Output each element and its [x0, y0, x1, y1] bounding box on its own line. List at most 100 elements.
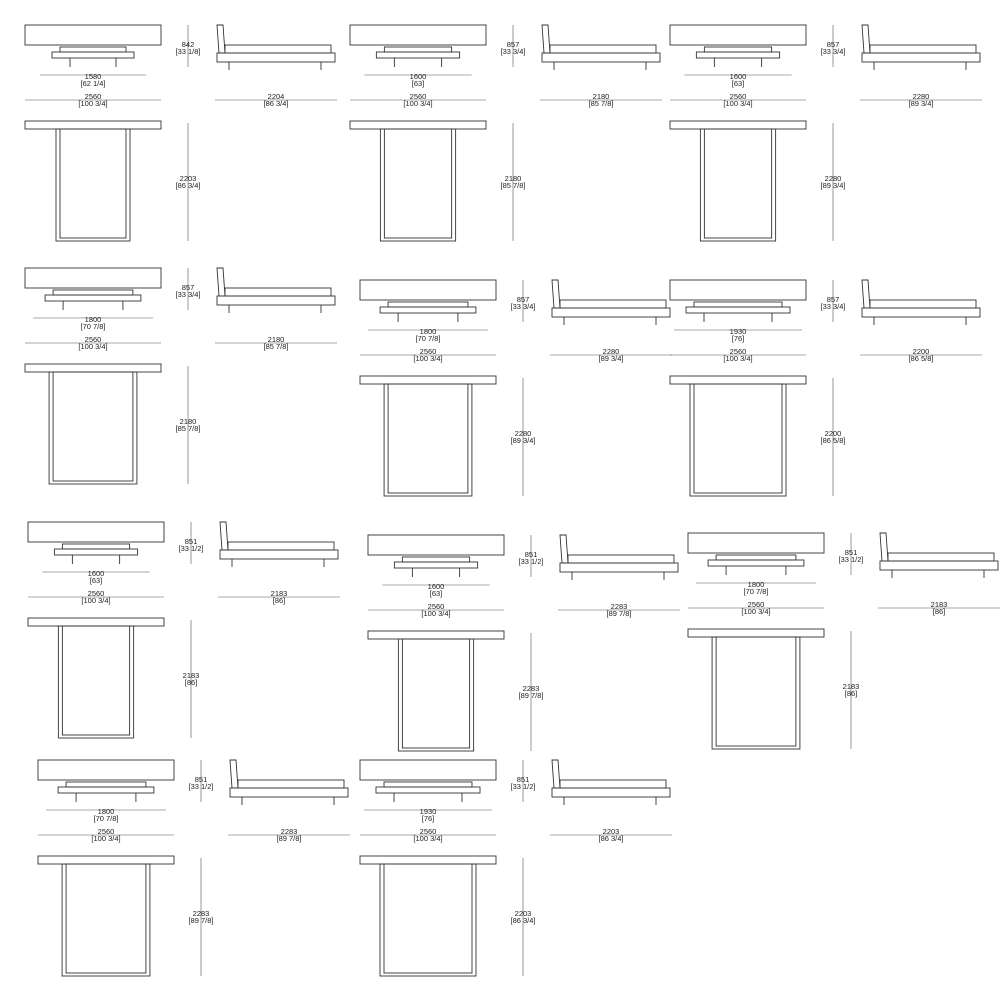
plan-length-label-mm: 2280 [824, 174, 842, 183]
height-label-mm: 851 [516, 775, 530, 784]
overall-width-label: 2560[100 3/4] [421, 602, 450, 618]
overall-width-label-mm: 2560 [419, 827, 437, 836]
side-length-label: 2280[89 3/4] [908, 92, 933, 108]
mattress-front [387, 301, 469, 308]
headboard-side [216, 267, 226, 297]
overall-width-label-mm: 2560 [729, 347, 747, 356]
side-length-label: 2180[85 7/8] [588, 93, 614, 108]
headboard-front [24, 267, 162, 289]
height-label-mm: 857 [826, 295, 840, 304]
plan-length-label-mm: 2203 [514, 909, 532, 918]
bed-drawing-svg [24, 267, 337, 485]
height-label-mm: 851 [844, 548, 858, 557]
mattress-front [65, 781, 147, 788]
mattress-front [715, 554, 797, 561]
height-label-mm: 851 [524, 550, 538, 559]
width-label-inches: [63] [411, 79, 425, 88]
plan-length-label: 2180[85 7/8] [500, 175, 525, 190]
overall-width-label-mm: 2560 [729, 92, 747, 101]
plan-length-label-mm: 2180 [179, 417, 197, 426]
headboard-front [669, 279, 807, 301]
mattress-side [224, 287, 332, 297]
headboard-plan [367, 630, 505, 640]
overall-width-label: 2560[100 3/4] [81, 590, 111, 605]
width-label-mm: 1580 [84, 72, 102, 81]
width-label-inches: [76] [731, 334, 745, 343]
overall-width-label-inches: [100 3/4] [78, 99, 108, 108]
bed-drawing-10: 851[33 1/2]1800[70 7/8]2560[100 3/4]2283… [37, 759, 368, 990]
height-label: 857[33 3/4] [820, 41, 846, 56]
width-label: 1600[63] [729, 72, 747, 88]
plan-length-label: 2203[86 3/4] [510, 909, 536, 925]
bed-drawing-svg [367, 534, 680, 752]
height-label: 851[33 1/2] [518, 550, 544, 566]
width-label-inches: [62 1/4] [80, 79, 106, 88]
plan-length-label-mm: 2183 [182, 671, 200, 680]
bed-frame-plan [397, 638, 475, 752]
side-length-label-mm: 2180 [267, 335, 285, 344]
mattress-side [559, 779, 667, 789]
mattress-side [237, 779, 345, 789]
headboard-front [37, 759, 175, 781]
width-label-inches: [70 7/8] [93, 814, 119, 823]
plan-length-label-inches: [86 5/8] [820, 436, 846, 445]
mattress-plan [693, 383, 783, 494]
plan-length-label-mm: 2283 [192, 909, 210, 918]
headboard-plan [24, 363, 162, 373]
overall-width-label-mm: 2560 [427, 602, 445, 611]
width-label: 1600[63] [428, 583, 445, 598]
overall-width-label-inches: [100 3/4] [81, 596, 111, 605]
height-label-inches: [33 3/4] [820, 302, 846, 311]
bed-frame-front [375, 786, 481, 794]
side-length-label-mm: 2280 [912, 92, 930, 101]
bed-frame-side [229, 787, 349, 798]
bed-frame-front [379, 306, 477, 314]
overall-width-label-inches: [100 3/4] [741, 607, 771, 616]
overall-width-label-inches: [100 3/4] [91, 834, 121, 843]
height-label-inches: [33 3/4] [820, 47, 846, 56]
bed-frame-side [216, 52, 336, 63]
bed-drawing-svg [669, 24, 982, 242]
side-length-label: 2180[85 7/8] [263, 335, 289, 351]
height-label-mm: 851 [184, 537, 198, 546]
width-label-mm: 1600 [729, 72, 747, 81]
overall-width-label-mm: 2560 [97, 827, 115, 836]
bed-frame-plan [57, 625, 135, 739]
width-label-mm: 1930 [729, 327, 747, 336]
overall-width-label: 2560[100 3/4] [741, 601, 771, 616]
headboard-plan [24, 120, 162, 130]
mattress-plan [703, 128, 773, 239]
overall-width-label-mm: 2560 [84, 92, 102, 101]
side-length-label-inches: [85 7/8] [588, 99, 614, 108]
plan-length-label-inches: [86 3/4] [510, 916, 536, 925]
bed-drawing-svg [349, 24, 662, 242]
height-label-inches: [33 1/2] [518, 557, 544, 566]
bed-frame-side [541, 52, 661, 63]
bed-drawing-svg [359, 279, 672, 497]
mattress-side [567, 554, 675, 564]
width-label: 1930[76] [729, 327, 747, 343]
plan-length-label-mm: 2280 [514, 429, 532, 438]
plan-length-label: 2280[89 3/4] [820, 174, 845, 190]
bed-frame-plan [379, 128, 457, 242]
height-label-mm: 857 [506, 40, 520, 49]
bed-drawing-svg [687, 532, 1000, 750]
overall-width-label-inches: [100 3/4] [413, 354, 443, 363]
width-label-mm: 1800 [419, 327, 437, 336]
overall-width-label-mm: 2560 [84, 335, 102, 344]
headboard-side [861, 279, 871, 309]
side-length-label-inches: [85 7/8] [263, 342, 289, 351]
overall-width-label-mm: 2560 [409, 92, 427, 101]
headboard-plan [27, 617, 165, 627]
width-label-inches: [63] [89, 576, 103, 585]
mattress-plan [61, 625, 131, 736]
side-length-label: 2203[86 3/4] [598, 828, 623, 843]
plan-length-label-mm: 2183 [842, 682, 860, 691]
side-length-label: 2183[86] [930, 600, 948, 616]
width-label: 1800[70 7/8] [743, 581, 768, 596]
mattress-front [401, 556, 471, 563]
side-length-label-mm: 2183 [930, 600, 948, 609]
width-label: 1600[63] [410, 73, 427, 88]
side-length-label-mm: 2204 [267, 92, 285, 101]
bed-frame-front [53, 548, 139, 556]
